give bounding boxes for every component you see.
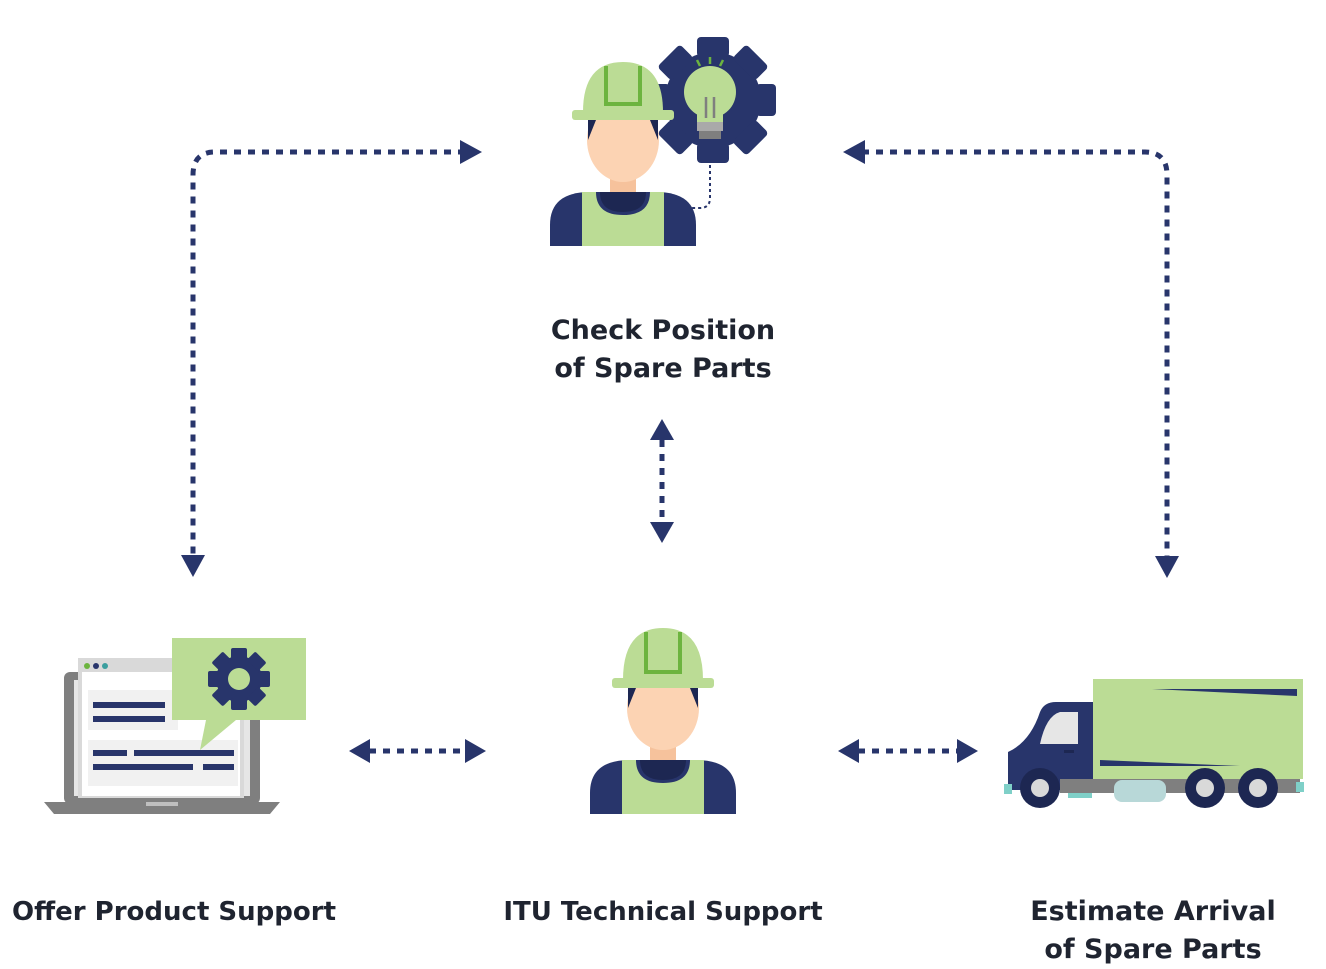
label-line: Estimate Arrival <box>1030 896 1276 927</box>
node-label-check-position: Check Position of Spare Parts <box>513 312 813 388</box>
label-line: Offer Product Support <box>12 897 336 927</box>
label-line: ITU Technical Support <box>503 897 823 927</box>
worker-with-gear-lightbulb-icon <box>550 37 776 246</box>
delivery-truck-icon <box>1004 679 1304 808</box>
arrowhead-center-down <box>650 522 674 543</box>
arrowhead-top-right-left <box>843 140 865 164</box>
node-label-offer-product-support: Offer Product Support <box>0 893 348 931</box>
label-line: Check Position <box>550 315 776 346</box>
arrowhead-left-right <box>465 739 486 763</box>
connector-top-left <box>190 149 465 558</box>
connector-top-right <box>862 149 1170 558</box>
arrowhead-right-left <box>838 739 859 763</box>
settings-gear-icon <box>208 648 270 710</box>
lightbulb-icon <box>684 57 736 139</box>
node-label-estimate-arrival: Estimate Arrival of Spare Parts <box>1010 893 1296 969</box>
laptop-support-icon <box>44 638 306 814</box>
arrowhead-top-left-right <box>460 140 482 164</box>
worker-icon <box>590 628 736 814</box>
label-line: of Spare Parts <box>554 353 772 384</box>
arrowhead-right-right <box>957 739 978 763</box>
arrowhead-top-right-down <box>1155 556 1179 578</box>
arrowhead-top-left-down <box>181 555 205 577</box>
arrowhead-center-up <box>650 419 674 440</box>
label-line: of Spare Parts <box>1044 934 1262 965</box>
arrowhead-left-left <box>349 739 370 763</box>
node-label-itu-technical-support: ITU Technical Support <box>488 893 838 931</box>
